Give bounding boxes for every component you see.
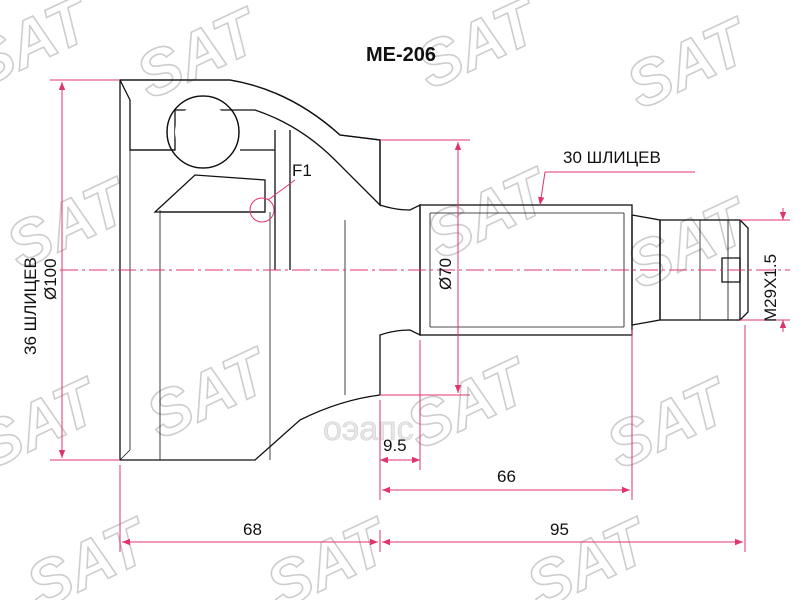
left-diameter-label: Ø100 — [41, 258, 60, 300]
shaft-diameter-label: Ø70 — [436, 258, 455, 290]
feature-label: F1 — [292, 161, 312, 180]
watermark-text: SAT — [595, 363, 742, 482]
dim-overall: 68 95 — [122, 520, 743, 552]
watermark-text: SAT — [135, 333, 282, 452]
left-spline-label: 36 ШЛИЦЕВ — [21, 257, 40, 355]
dim-shaft-diameter: Ø70 — [380, 139, 470, 396]
part-number-title: ME-206 — [366, 44, 436, 66]
shaft-length-label: 66 — [497, 467, 516, 486]
watermark-text: SAT — [0, 0, 104, 101]
watermark-text: SAT — [0, 363, 112, 482]
stem-length-label: 95 — [550, 520, 569, 539]
dim-left-diameter: 36 ШЛИЦЕВ Ø100 — [21, 79, 120, 461]
dim-thread: M29X1.5 — [740, 208, 790, 332]
center-logo-text: оэапс — [323, 410, 414, 448]
body-length-label: 68 — [243, 520, 262, 539]
watermark: SAT SAT SAT SAT SAT SAT SAT SAT SAT SAT … — [0, 0, 763, 600]
watermark-text: SAT — [15, 503, 162, 600]
dim-seat-length: 9.5 — [380, 436, 420, 464]
extension-lines — [119, 325, 746, 552]
center-logo: оэапс — [323, 410, 414, 449]
thread-label: M29X1.5 — [761, 254, 780, 322]
feature-marker — [249, 197, 275, 223]
watermark-text: SAT — [615, 3, 762, 122]
seat-length-label: 9.5 — [383, 436, 407, 455]
spline-callout-label: 30 ШЛИЦЕВ — [563, 148, 661, 167]
spline-callout: 30 ШЛИЦЕВ — [538, 148, 695, 206]
watermark-text: SAT — [395, 343, 542, 462]
watermark-text: SAT — [515, 503, 662, 600]
dim-shaft-length: 66 — [382, 467, 630, 494]
